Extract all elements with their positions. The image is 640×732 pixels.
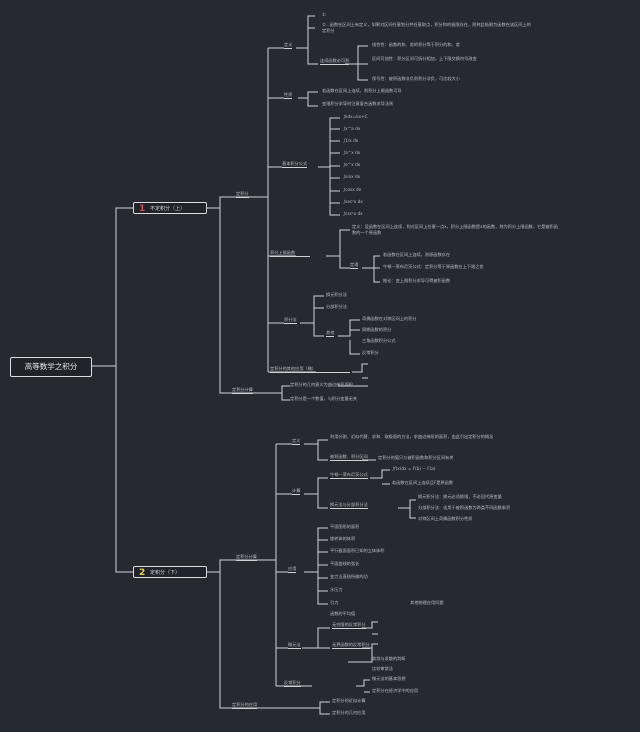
ch1-formula-6: ∫sinx dx xyxy=(343,174,361,179)
ch2-node-calc[interactable]: 计算 xyxy=(292,488,301,495)
ch1-method-sub-4: 反常积分 xyxy=(362,350,379,355)
ch2-app-1: 平面图形的面积 xyxy=(330,524,360,529)
ch1-method-sub-label: 其他 xyxy=(326,330,335,337)
ch1-defn-3: 连续函数必可积 xyxy=(320,58,350,65)
ch1-extra-1: 定积分的几何意义为曲边梯形面积 xyxy=(290,382,353,387)
ch2-calc-sub-2: 分部积分法：适用于被积函数为两类不同函数乘积 xyxy=(418,505,511,510)
ch2-node-definition[interactable]: 定义 xyxy=(292,438,301,445)
ch1-node-definition[interactable]: 定义 xyxy=(284,42,293,49)
ch1-defn-1: ① xyxy=(322,12,326,17)
ch2-calc-formula-label: 牛顿—莱布尼茨公式 xyxy=(330,472,368,479)
ch1-formula-4: ∫a^x dx xyxy=(343,150,361,155)
ch1-prop-sub-3: 保号性：被积函数非负则积分非负，可比较大小 xyxy=(372,76,460,81)
ch2-extra-1: 微元法的基本思想 xyxy=(372,676,406,681)
ch2-app-7: 引力 xyxy=(330,600,339,605)
ch2-app-6: 水压力 xyxy=(330,587,343,592)
ch1-method-2: 分部积分法 xyxy=(326,304,347,309)
ch1-upper-thm-label: 定理 xyxy=(350,262,359,269)
ch2-node-micro[interactable]: 微元法 xyxy=(288,642,301,649)
ch2-defn-note: 定积分的值只与被积函数和积分区间有关 xyxy=(378,455,454,460)
root-node[interactable]: 高等数学之积分 xyxy=(10,357,92,377)
ch1-formula-1: ∫kdx=kx+C xyxy=(343,114,368,119)
ch1-upper-intro: 定义：设函数在区间上连续，则对区间上任意一点x，积分上限函数是x的函数，称为积分… xyxy=(352,224,558,235)
ch1-defn-2: ②...函数在区间上有定义，如果对区间任意划分并任意取点，积分和的极限存在，则称… xyxy=(322,22,531,33)
ch2-defn-2: 被积函数、积分区间 xyxy=(330,454,368,461)
ch2-app-9: 其他物理应用问题 xyxy=(410,600,444,605)
ch2-app-8: 函数的平均值 xyxy=(330,611,356,616)
ch2-node-improper[interactable]: 反常积分 xyxy=(284,680,301,687)
ch1-method-sub-3: 三角函数积分公式 xyxy=(362,338,396,343)
ch2-calc-sub-3: 对称区间上奇偶函数积分性质 xyxy=(418,516,473,521)
ch1-prop-sub-1: 线性性：函数的和、差的积分等于积分的和、差 xyxy=(372,42,460,47)
ch1-node-methods[interactable]: 积分法 xyxy=(284,317,297,324)
ch2-tail-2: 定积分的几何应用 xyxy=(332,710,366,715)
ch1-formula-8: ∫sec²x dx xyxy=(343,199,363,204)
ch1-node-formulas[interactable]: 基本积分公式 xyxy=(282,161,308,168)
ch1-node-properties[interactable]: 性质 xyxy=(284,92,293,99)
ch1-node-other[interactable]: 定积分的其他应用（略） xyxy=(270,366,350,373)
ch1-method-sub-1: 奇偶函数在对称区间上的积分 xyxy=(362,316,417,321)
ch1-formula-7: ∫cosx dx xyxy=(343,187,362,192)
ch2-app-3: 平行截面面积已知的立体体积 xyxy=(330,548,385,553)
ch2-app-2: 旋转体的体积 xyxy=(330,536,356,541)
ch1-node-upper-limit[interactable]: 积分上限函数 xyxy=(270,250,310,257)
ch2-extra-2: 定积分在经济学中的应用 xyxy=(372,688,419,693)
ch1-sub-b-2: 变限积分求导时注意复合函数求导法则 xyxy=(322,101,394,106)
ch1-extra-2: 定积分是一个数值，与积分变量无关 xyxy=(290,396,358,401)
chapter-2-label: 定积分（下） xyxy=(150,570,181,576)
ch2-improper-sub-2: 比较审敛法 xyxy=(372,666,393,671)
ch1-method-sub-2: 周期函数的积分 xyxy=(362,327,392,332)
chapter-1-node[interactable]: 1 不定积分（上） xyxy=(133,202,207,214)
ch1-formula-5: ∫e^x dx xyxy=(343,162,361,167)
ch2-calc-formula-1: ∫f(x)dx = F(b) − F(a) xyxy=(392,466,436,471)
chapter-1-number: 1 xyxy=(139,204,146,214)
ch2-improper-label-2: 无界函数的反常积分 xyxy=(332,642,370,649)
ch1-method-1: 换元积分法 xyxy=(326,292,347,297)
chapter-2-node[interactable]: 2 定积分（下） xyxy=(133,566,207,578)
ch1-sub-b-1: 若函数在区间上连续，则积分上限函数可导 xyxy=(322,88,402,93)
ch2-improper-label-1: 无穷限的反常积分 xyxy=(332,622,366,629)
ch2-app-label[interactable]: 定积分的应用 xyxy=(232,702,258,709)
ch2-main-label[interactable]: 定积分计算 xyxy=(236,554,257,561)
ch1-formula-2: ∫x^a dx xyxy=(343,126,361,131)
root-label: 高等数学之积分 xyxy=(24,362,78,371)
ch2-calc-formula-2: 若函数在区间上连续且F是原函数 xyxy=(392,480,454,485)
ch1-upper-thm-3: 推论：变上限积分求导可得被积函数 xyxy=(383,278,451,283)
ch1-prop-sub-2: 区间可加性：积分区间可拆分相加，上下限交换符号改变 xyxy=(372,56,477,61)
ch2-app-4: 平面曲线的弧长 xyxy=(330,561,360,566)
ch1-upper-thm-1: 若函数在区间上连续，则原函数存在 xyxy=(383,252,451,257)
chapter-2-number: 2 xyxy=(139,568,146,578)
ch2-calc-sub-1: 换元积分法：换元必须换限，不必回代原变量 xyxy=(418,494,502,499)
ch2-defn-1: 利用分割、近似代替、求和、取极限的方法，求曲边梯形的面积，由此引出定积分的概念 xyxy=(330,434,494,439)
ch2-calc-sub-label: 换元法与分部积分法 xyxy=(330,502,368,509)
ch1-geo-label[interactable]: 定积分计算 xyxy=(232,387,253,394)
ch2-improper-sub-1: 收敛与发散的判断 xyxy=(372,656,406,661)
ch1-def-label[interactable]: 定积分 xyxy=(236,191,249,198)
ch2-tail-1: 定积分的近似计算 xyxy=(332,698,366,703)
ch2-node-apps[interactable]: 应用 xyxy=(288,566,297,573)
ch1-upper-thm-2: 牛顿—莱布尼茨公式：定积分等于原函数在上下限之差 xyxy=(383,264,484,269)
chapter-1-label: 不定积分（上） xyxy=(150,206,186,212)
ch1-formula-3: ∫1/x dx xyxy=(343,138,359,143)
ch2-app-5: 变力沿直线所做的功 xyxy=(330,574,368,579)
ch1-formula-9: ∫csc²x dx xyxy=(343,211,363,216)
